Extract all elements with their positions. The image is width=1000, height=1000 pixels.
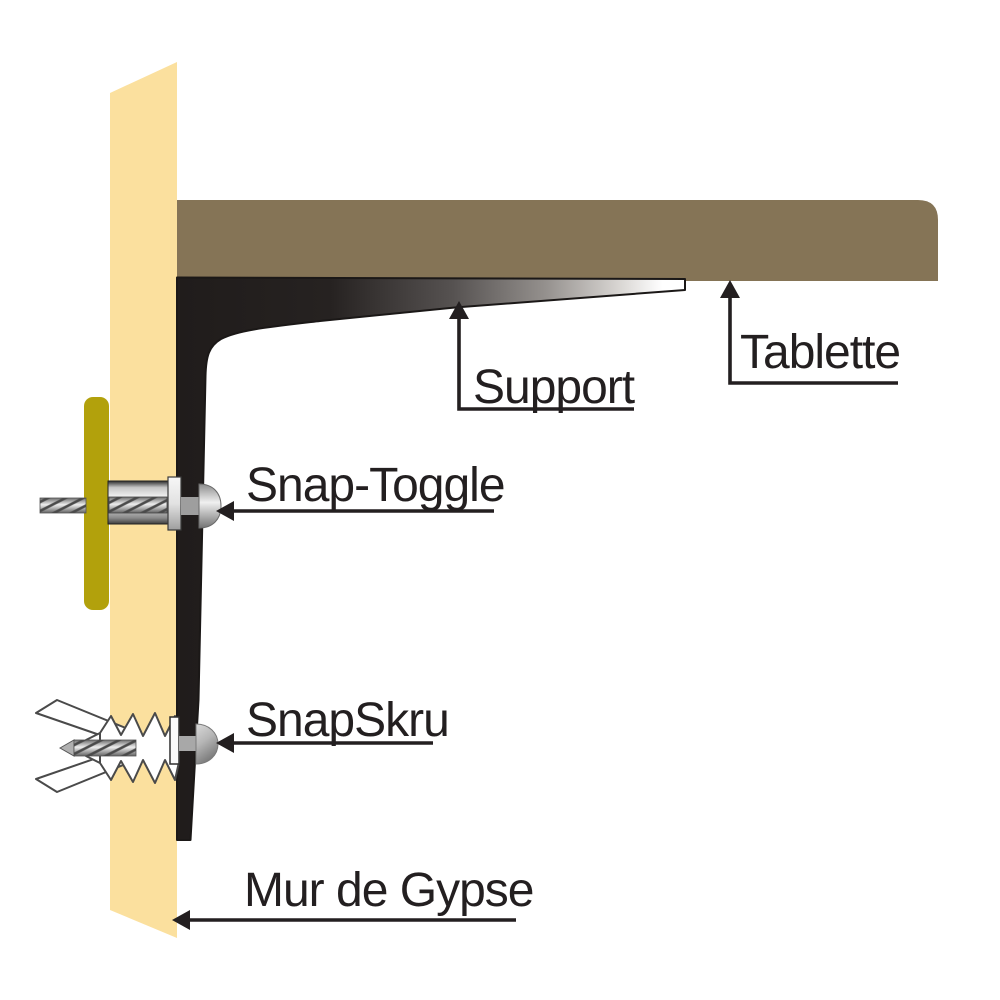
mur-de-gypse-arrow: [172, 910, 516, 930]
snap-toggle-channel: [107, 480, 169, 525]
snapskru-screw: [58, 739, 137, 757]
support-label: Support: [473, 361, 635, 414]
snap-toggle-bolt-shaft: [39, 497, 87, 514]
shelf-board: [177, 200, 938, 281]
snap-toggle-screw-shank: [181, 497, 201, 515]
support-arrow: [449, 301, 634, 411]
snapskru-flange: [169, 716, 180, 765]
snap-toggle-washer-plate: [167, 476, 182, 531]
snap-toggle-label: Snap-Toggle: [246, 459, 506, 512]
snapskru-screw-shank: [179, 736, 197, 751]
snapskru-label: SnapSkru: [246, 694, 450, 747]
snap-toggle-anchor: [39, 476, 222, 531]
toggle-bar: [84, 397, 109, 610]
shelf-bracket: [176, 276, 686, 841]
snapskru-anchor: [35, 699, 219, 793]
tablette-arrow: [720, 280, 898, 385]
snap-toggle-arrow: [216, 501, 494, 521]
tablette-label: Tablette: [740, 326, 901, 379]
snapskru-arrow: [216, 733, 433, 753]
mur-de-gypse-label: Mur de Gypse: [244, 864, 534, 917]
snap-toggle-screw-head: [198, 483, 222, 529]
snapskru-screw-head: [195, 723, 219, 765]
